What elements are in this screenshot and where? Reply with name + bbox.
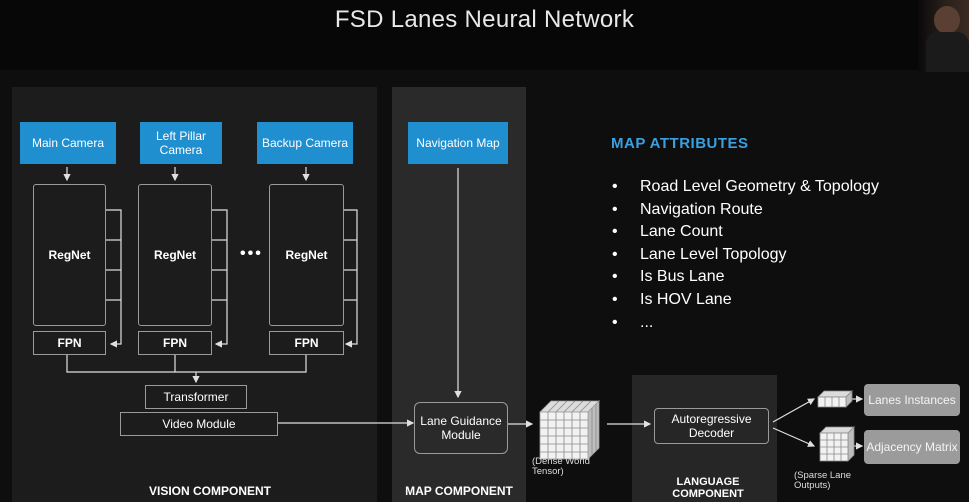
left-pillar-camera-box: Left Pillar Camera [140,122,222,164]
navigation-map-box: Navigation Map [408,122,508,164]
fpn-block-2: FPN [138,331,212,355]
sparse-lanes-slab [817,390,853,408]
list-item: •Lane Level Topology [612,245,787,263]
list-item: •Lane Count [612,223,723,241]
lane-guidance-module: Lane Guidance Module [414,402,508,454]
lanes-instances-box: Lanes Instances [864,384,960,416]
regnet-block-2: RegNet [138,184,212,326]
autoregressive-decoder: Autoregressive Decoder [654,408,769,444]
list-item: •... [612,313,654,331]
fpn-block-3: FPN [269,331,344,355]
backup-camera-box: Backup Camera [257,122,353,164]
sparse-outputs-caption: (Sparse Lane Outputs) [794,470,852,491]
page-title: FSD Lanes Neural Network [334,6,635,33]
regnet-block-1: RegNet [33,184,106,326]
presenter-image [918,0,969,72]
regnet-block-3: RegNet [269,184,344,326]
map-component-label: MAP COMPONENT [405,484,513,498]
fpn-block-1: FPN [33,331,106,355]
list-item: •Is HOV Lane [612,290,732,308]
map-attributes-heading: MAP ATTRIBUTES [611,135,749,152]
list-item: •Is Bus Lane [612,268,725,286]
map-attributes-list: •Road Level Geometry & Topology •Navigat… [612,176,879,334]
title-bar [0,0,969,70]
main-camera-box: Main Camera [20,122,116,164]
language-component-panel [632,375,777,502]
vision-component-label: VISION COMPONENT [148,484,271,498]
dense-tensor-cube [539,400,600,460]
list-item: •Navigation Route [612,200,763,218]
language-component-label: LANGUAGE COMPONENT [672,476,744,500]
adjacency-cube [819,426,855,462]
dense-tensor-caption: (Dense World Tensor) [532,456,590,477]
transformer-block: Transformer [145,385,247,409]
adjacency-matrix-box: Adjacency Matrix [864,430,960,464]
more-cameras-ellipsis: ••• [240,245,263,262]
video-module-block: Video Module [120,412,278,436]
list-item: •Road Level Geometry & Topology [612,178,879,195]
